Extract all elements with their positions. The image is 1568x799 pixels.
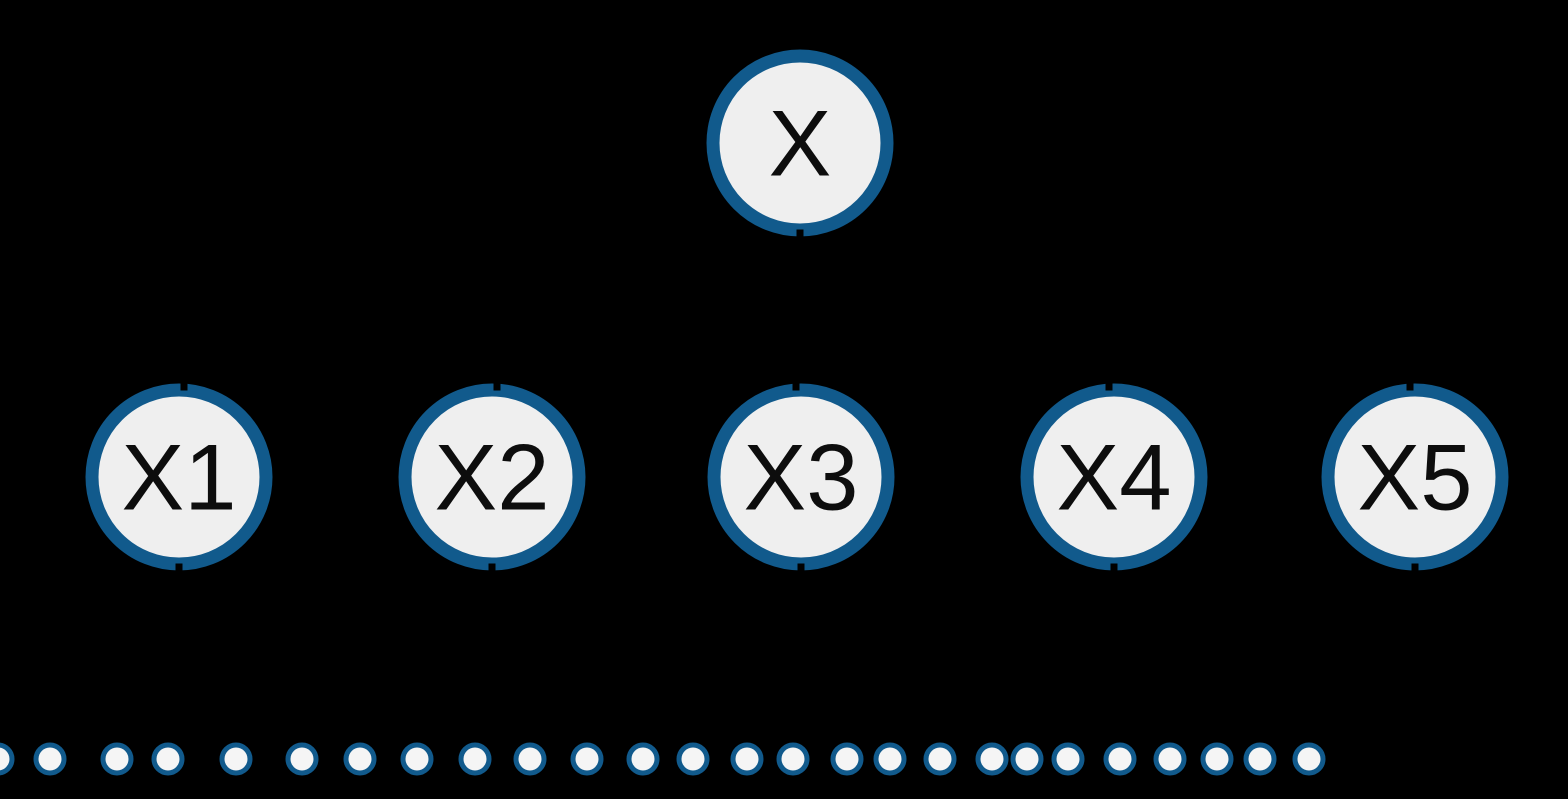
leaf-dot bbox=[33, 742, 67, 776]
leaf-dot bbox=[626, 742, 660, 776]
leaf-dot bbox=[1243, 742, 1277, 776]
leaf-dot bbox=[400, 742, 434, 776]
leaf-dot bbox=[873, 742, 907, 776]
node-X5: X5 bbox=[1321, 383, 1509, 571]
leaf-dot bbox=[219, 742, 253, 776]
leaf-dot bbox=[570, 742, 604, 776]
leaf-dot bbox=[1010, 742, 1044, 776]
leaf-dot bbox=[151, 742, 185, 776]
leaf-dot bbox=[0, 742, 15, 776]
node-X1: X1 bbox=[85, 383, 273, 571]
leaf-dot bbox=[100, 742, 134, 776]
leaf-dot bbox=[1051, 742, 1085, 776]
leaf-dot bbox=[776, 742, 810, 776]
leaf-dot bbox=[458, 742, 492, 776]
node-X3: X3 bbox=[707, 383, 895, 571]
node-X5-label: X5 bbox=[1358, 425, 1473, 530]
leaf-dot bbox=[285, 742, 319, 776]
node-X3-label: X3 bbox=[744, 425, 859, 530]
leaf-dot bbox=[343, 742, 377, 776]
node-X2-label: X2 bbox=[435, 425, 550, 530]
node-X4: X4 bbox=[1020, 383, 1208, 571]
node-X: X bbox=[706, 49, 894, 237]
leaf-dot bbox=[1103, 742, 1137, 776]
leaf-dot bbox=[830, 742, 864, 776]
leaf-dot bbox=[676, 742, 710, 776]
node-X4-label: X4 bbox=[1057, 425, 1172, 530]
leaf-dot bbox=[1292, 742, 1326, 776]
leaf-dot bbox=[730, 742, 764, 776]
leaf-dot bbox=[513, 742, 547, 776]
node-X2: X2 bbox=[398, 383, 586, 571]
leaf-dot bbox=[1153, 742, 1187, 776]
leaf-dot bbox=[923, 742, 957, 776]
node-X-label: X bbox=[769, 91, 832, 196]
leaf-dot bbox=[1200, 742, 1234, 776]
leaf-dot bbox=[975, 742, 1009, 776]
node-X1-label: X1 bbox=[122, 425, 237, 530]
